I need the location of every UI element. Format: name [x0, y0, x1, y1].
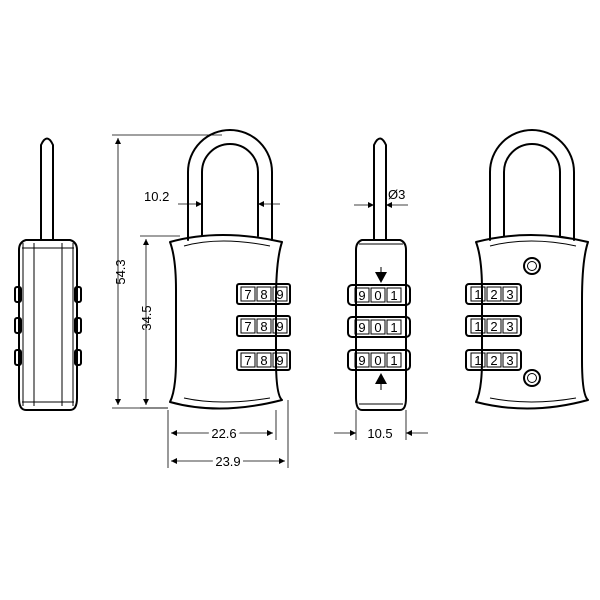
- dial-digit: 0: [374, 320, 381, 335]
- dimension-label: 10.5: [367, 426, 392, 441]
- body-top-curve: [183, 240, 271, 247]
- lock-body-side: [18, 239, 78, 411]
- back-dial-row-3: 1 2 3: [465, 349, 522, 371]
- dial-digit: 9: [276, 353, 283, 368]
- dimension-overall-height: 54.3: [112, 134, 222, 409]
- side-view-left: [14, 137, 82, 411]
- dial-digit: 1: [390, 288, 397, 303]
- shackle: [187, 129, 273, 241]
- dial-digit: 9: [358, 320, 365, 335]
- dial-digit: 7: [244, 353, 251, 368]
- dial-digit: 3: [506, 287, 513, 302]
- dial-digit: 9: [358, 288, 365, 303]
- dial-digit: 1: [474, 353, 481, 368]
- back-dial-row-2: 1 2 3: [465, 315, 522, 337]
- dial-row-1: 7 8 9: [236, 283, 291, 305]
- body-top-curve: [489, 240, 577, 247]
- shackle: [489, 129, 575, 241]
- side-dial-row-3: 9 0 1: [347, 349, 411, 371]
- lock-body: [475, 234, 589, 410]
- dial-digit: 2: [490, 353, 497, 368]
- side-dial-row-1: 9 0 1: [347, 284, 411, 306]
- rivet-bottom: [523, 369, 541, 387]
- dial-digit: 0: [374, 353, 381, 368]
- dimension-body-width-overall: 23.9: [171, 400, 289, 472]
- dial-row-3: 7 8 9: [236, 349, 291, 371]
- dial-digit: 8: [260, 353, 267, 368]
- dimension-label: 54.3: [113, 259, 128, 284]
- front-view: 7 8 9 7 8 9 7 8 9: [169, 129, 291, 410]
- dimension-shackle-diameter: Ø3: [354, 187, 408, 208]
- dial-digit: 2: [490, 287, 497, 302]
- alignment-arrow-down: [375, 272, 387, 283]
- dial-digit: 8: [260, 287, 267, 302]
- body-bottom-curve: [489, 397, 577, 403]
- dimension-label: Ø3: [388, 187, 405, 202]
- dial-digit: 1: [390, 320, 397, 335]
- dial-digit: 9: [276, 287, 283, 302]
- dial-digit: 7: [244, 319, 251, 334]
- dial-digit: 8: [260, 319, 267, 334]
- dimension-label: 22.6: [211, 426, 236, 441]
- dimension-body-height: 34.5: [139, 235, 180, 409]
- shackle-inner: [201, 143, 259, 237]
- dimension-label: 23.9: [215, 454, 240, 469]
- body-bottom-curve: [183, 397, 271, 403]
- lock-body-side: [355, 239, 407, 411]
- dimension-shackle-inner-width: 10.2: [144, 189, 280, 207]
- shackle-inner: [503, 143, 561, 237]
- dial-digit: 3: [506, 319, 513, 334]
- lock-body: [169, 234, 283, 410]
- dimension-label: 10.2: [144, 189, 169, 204]
- dial-digit: 3: [506, 353, 513, 368]
- dimension-body-width-inner: 22.6: [167, 410, 277, 468]
- alignment-arrow-up: [375, 373, 387, 384]
- dial-digit: 7: [244, 287, 251, 302]
- back-view: 1 2 3 1 2 3 1 2 3: [465, 129, 589, 410]
- dial-digit: 9: [358, 353, 365, 368]
- dial-digit: 1: [390, 353, 397, 368]
- dimension-label: 34.5: [139, 305, 154, 330]
- side-view-right: 9 0 1 9 0 1 9 0 1: [347, 137, 411, 411]
- side-dial-row-2: 9 0 1: [347, 316, 411, 338]
- dial-digit: 9: [276, 319, 283, 334]
- dial-digit: 1: [474, 287, 481, 302]
- shackle-rod: [40, 137, 54, 241]
- dial-digit: 1: [474, 319, 481, 334]
- rivet-top: [523, 257, 541, 275]
- dial-row-2: 7 8 9: [236, 315, 291, 337]
- dial-digit: 2: [490, 319, 497, 334]
- shackle-rod: [373, 137, 387, 241]
- dial-digit: 0: [374, 288, 381, 303]
- back-dial-row-1: 1 2 3: [465, 283, 522, 305]
- dial-nubs-left: [14, 286, 82, 366]
- dimension-body-depth: 10.5: [334, 410, 428, 441]
